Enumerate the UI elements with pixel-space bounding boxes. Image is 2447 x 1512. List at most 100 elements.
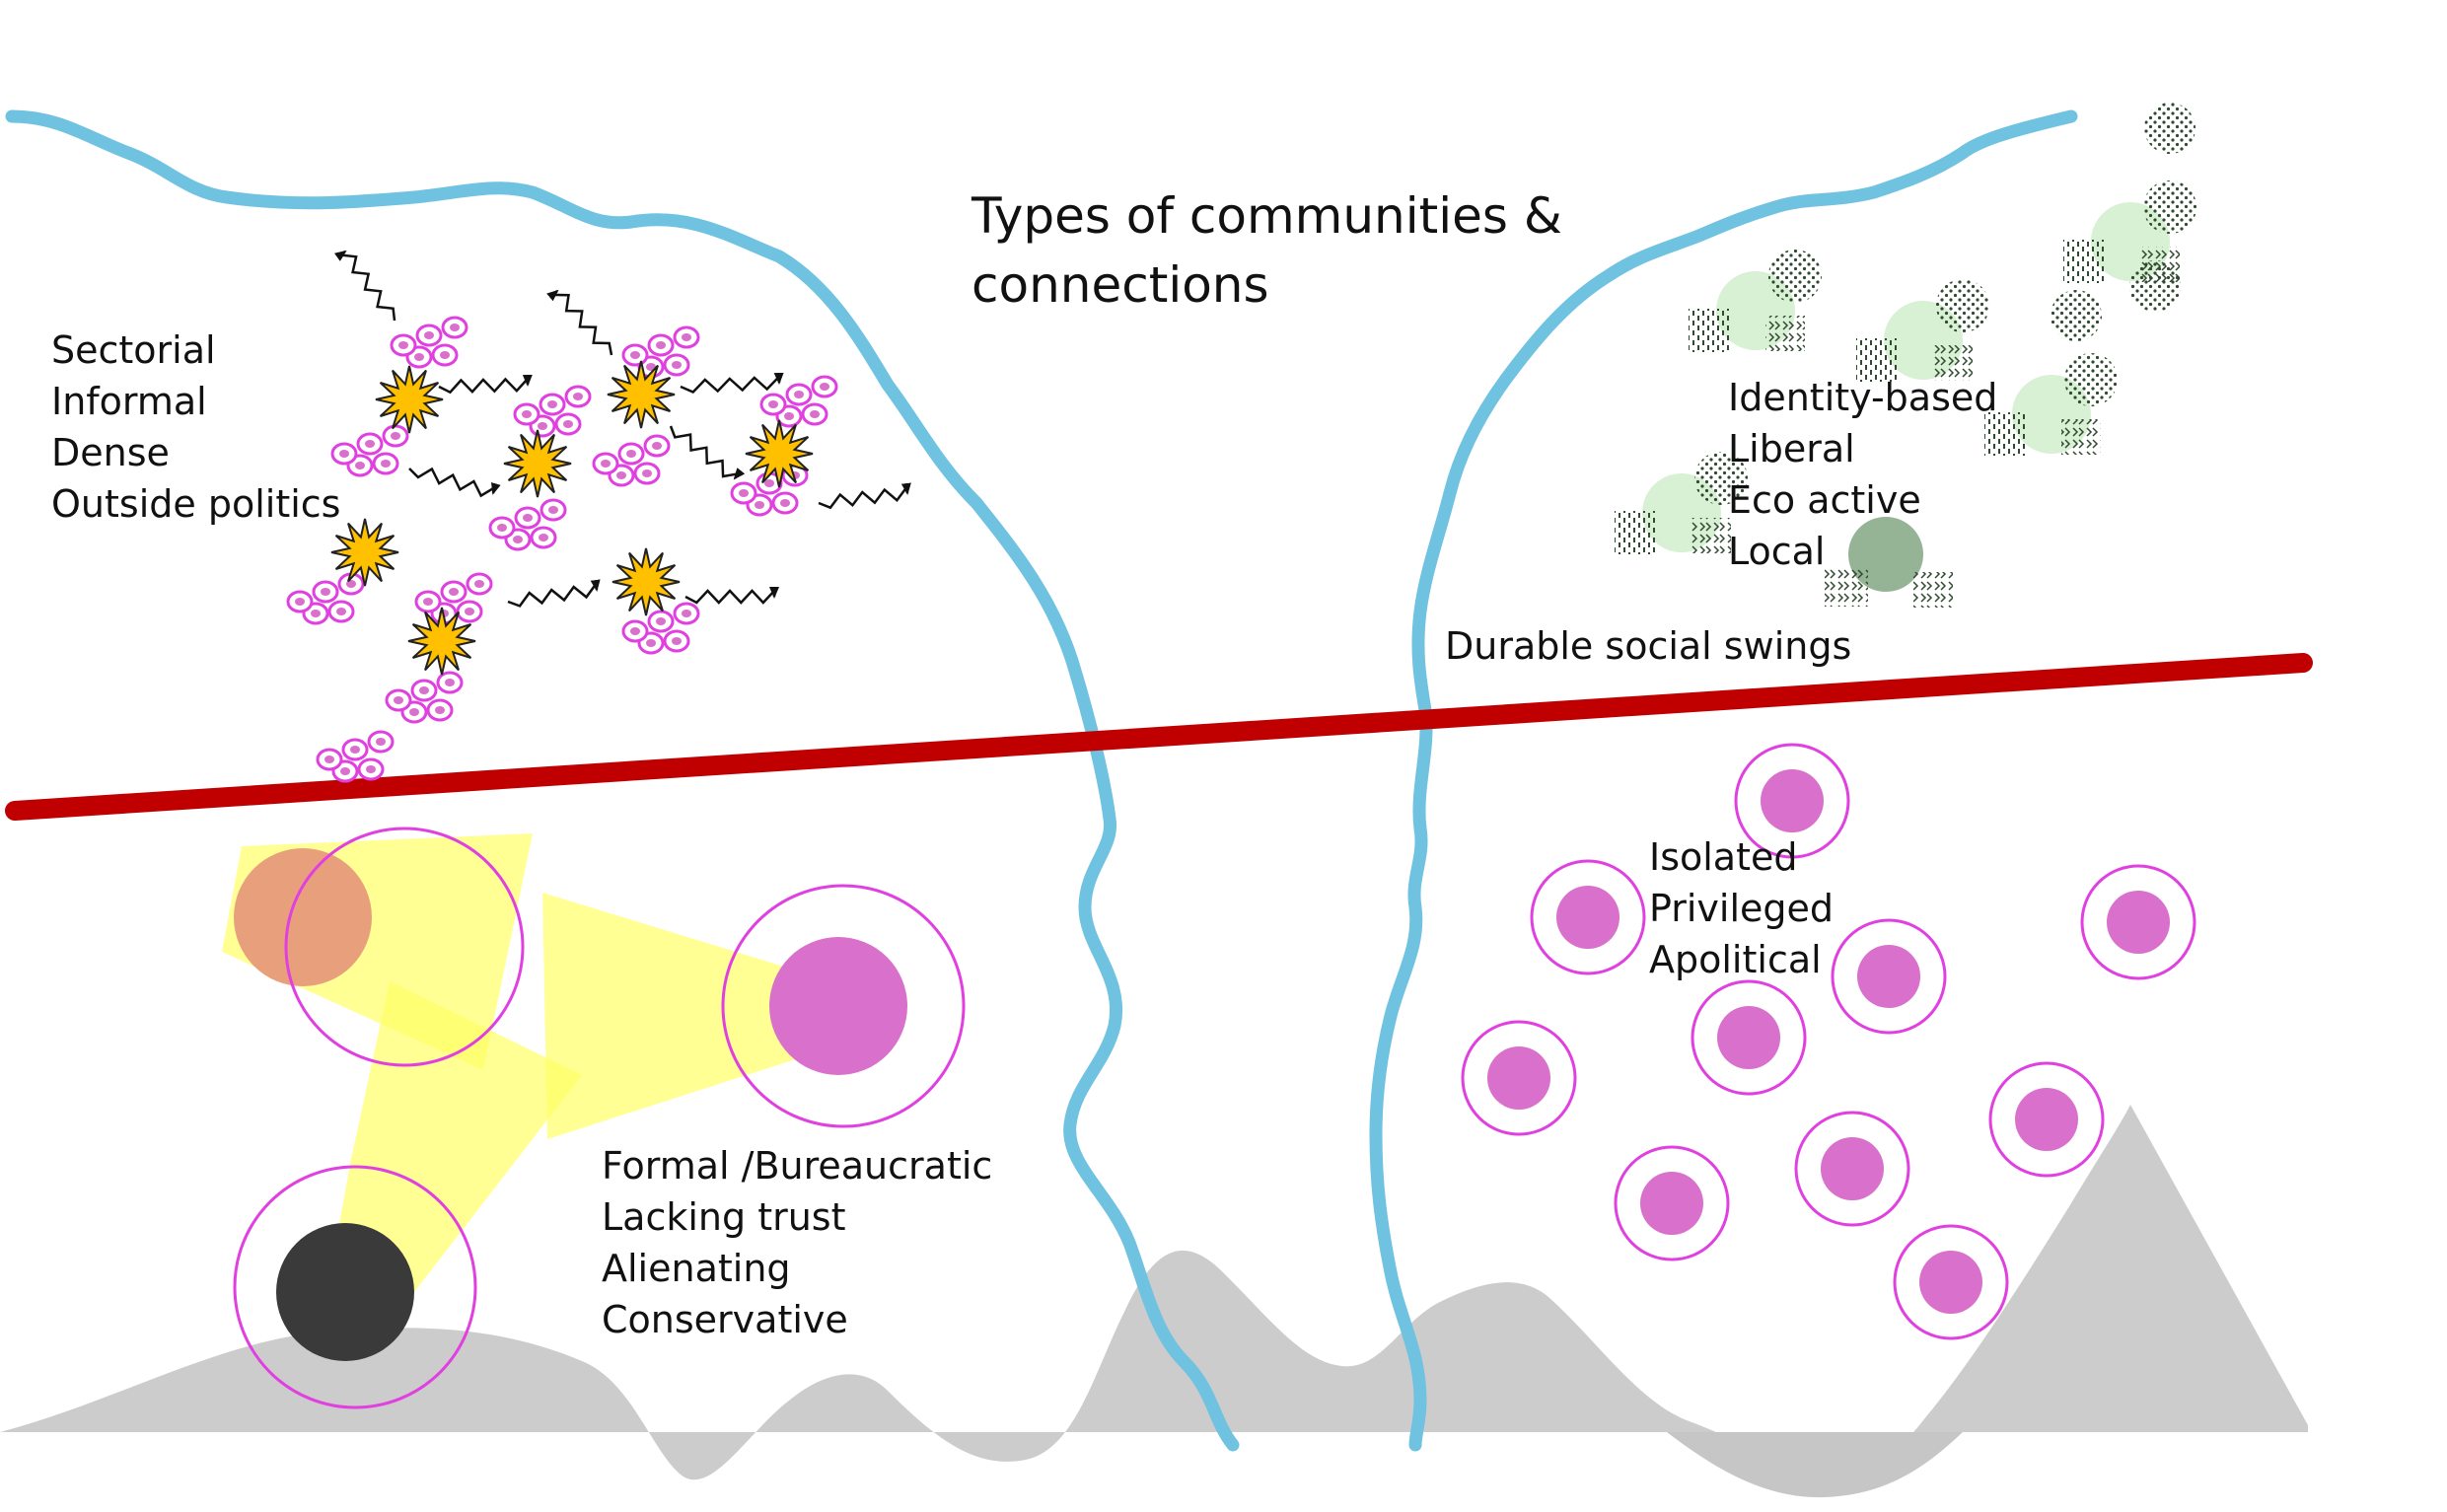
green-circle-dotted — [1768, 250, 1822, 303]
pink-cell-core — [398, 341, 408, 349]
label-bottom-left-2: Lacking trust — [602, 1195, 846, 1239]
pink-cell-core — [381, 460, 391, 468]
pink-cell-core — [394, 696, 403, 704]
yellow-beam-left — [325, 981, 582, 1302]
label-top-left-1: Sectorial — [51, 328, 216, 372]
isolated-cell-core — [1919, 1251, 1982, 1314]
pink-cell-core — [672, 361, 682, 369]
isolated-cell-core — [2107, 891, 2170, 954]
label-top-left-3: Dense — [51, 431, 170, 474]
star-burst — [612, 547, 681, 616]
label-top-right-4: Local — [1728, 530, 1826, 573]
label-bottom-left: Formal /Bureaucratic Lacking trust Alien… — [602, 1144, 992, 1341]
squiggle-arrow — [546, 289, 613, 356]
pink-cell-core — [311, 610, 321, 617]
black-dot — [276, 1223, 414, 1361]
pink-cell-core — [539, 534, 548, 541]
pink-cell-core — [355, 462, 365, 469]
pink-cell-core — [755, 501, 764, 509]
mountain-range — [0, 1105, 2308, 1498]
dense-network-cluster — [286, 250, 911, 783]
pink-cell-core — [538, 422, 547, 430]
pink-cell-core — [820, 383, 829, 391]
pink-cell-core — [440, 351, 450, 359]
green-identity-circles — [1615, 103, 2196, 608]
pink-cell-core — [321, 588, 330, 596]
label-top-right: Identity-based Liberal Eco active Local — [1728, 376, 1997, 573]
pink-cell-core — [682, 333, 691, 341]
pink-cell-core — [626, 450, 636, 458]
label-bottom-left-4: Conservative — [602, 1298, 848, 1341]
pink-cell-core — [424, 331, 434, 339]
pink-cell-core — [810, 410, 820, 418]
label-bottom-right-2: Privileged — [1649, 887, 1834, 930]
green-circle-dotted — [2144, 103, 2195, 154]
pink-cell-core — [346, 580, 356, 588]
pink-dot-large — [769, 937, 907, 1075]
pink-cell-core — [465, 608, 474, 615]
pink-cell-core — [450, 324, 460, 331]
squiggle-arrow — [408, 467, 501, 498]
green-circle-dotted — [2143, 180, 2196, 234]
isolated-cell-core — [1487, 1046, 1550, 1110]
isolated-cell-core — [1821, 1137, 1884, 1200]
squiggle-arrow — [507, 579, 601, 608]
pink-ring-black — [233, 1165, 477, 1409]
pink-cell-core — [601, 460, 611, 468]
squiggle-arrow — [680, 372, 784, 394]
pink-cell-core — [646, 639, 656, 647]
label-top-left-4: Outside politics — [51, 482, 340, 526]
label-top-left: Sectorial Informal Dense Outside politic… — [51, 328, 340, 526]
green-hatch-chevron — [1765, 316, 1805, 351]
diagram-title-line-2: connections — [972, 256, 1269, 314]
yellow-beam-right — [542, 893, 848, 1139]
squiggle-arrow — [684, 587, 779, 605]
pink-cell-core — [739, 489, 749, 497]
pink-cell-core — [652, 442, 662, 450]
pink-cell-core — [548, 506, 558, 514]
green-hatch-lines — [1856, 338, 1898, 382]
pink-cell-core — [672, 637, 682, 645]
orange-dot — [234, 848, 372, 986]
isolated-cell-core — [1556, 886, 1619, 949]
squiggle-arrow — [818, 482, 911, 510]
diagram-title-line-1: Types of communities & — [971, 187, 1562, 245]
pink-cell-core — [445, 679, 455, 686]
isolated-cell-core — [1761, 769, 1824, 832]
star-bursts — [330, 360, 814, 676]
green-hatch-chevron — [1913, 572, 1953, 608]
pink-cell-core — [522, 410, 532, 418]
pink-cell-core — [336, 608, 346, 615]
star-burst — [407, 607, 476, 676]
green-hatch-chevron — [2061, 419, 2101, 455]
label-top-left-2: Informal — [51, 380, 207, 423]
squiggle-arrows — [333, 250, 911, 608]
pink-cell-core — [449, 588, 459, 596]
pink-cell-core — [409, 708, 419, 716]
pink-cell-core — [376, 738, 386, 746]
pink-cell-core — [547, 400, 557, 408]
green-hatch-lines — [1689, 309, 1730, 352]
pink-cell-core — [340, 767, 350, 775]
pink-cell-clusters — [286, 316, 838, 783]
label-bottom-right: Isolated Privileged Apolitical — [1649, 835, 1834, 981]
green-hatch-lines — [1984, 412, 2026, 456]
pink-cell-core — [350, 746, 360, 754]
isolated-cells — [1461, 743, 2196, 1340]
squiggle-arrow — [333, 250, 396, 322]
label-durable-social-swings: Durable social swings — [1445, 624, 1851, 668]
left-river — [5, 109, 1240, 1452]
pink-cell-core — [642, 469, 652, 477]
label-bottom-right-1: Isolated — [1649, 835, 1798, 879]
star-burst — [375, 365, 444, 434]
pink-cell-core — [764, 479, 774, 487]
pink-cell-core — [419, 686, 429, 694]
pink-cell-core — [435, 706, 445, 714]
star-burst — [503, 429, 572, 498]
pink-cell-core — [474, 580, 484, 588]
star-burst — [330, 518, 399, 587]
label-top-right-2: Liberal — [1728, 427, 1855, 470]
label-bottom-right-3: Apolitical — [1649, 938, 1822, 981]
red-divider-line — [5, 653, 2313, 821]
